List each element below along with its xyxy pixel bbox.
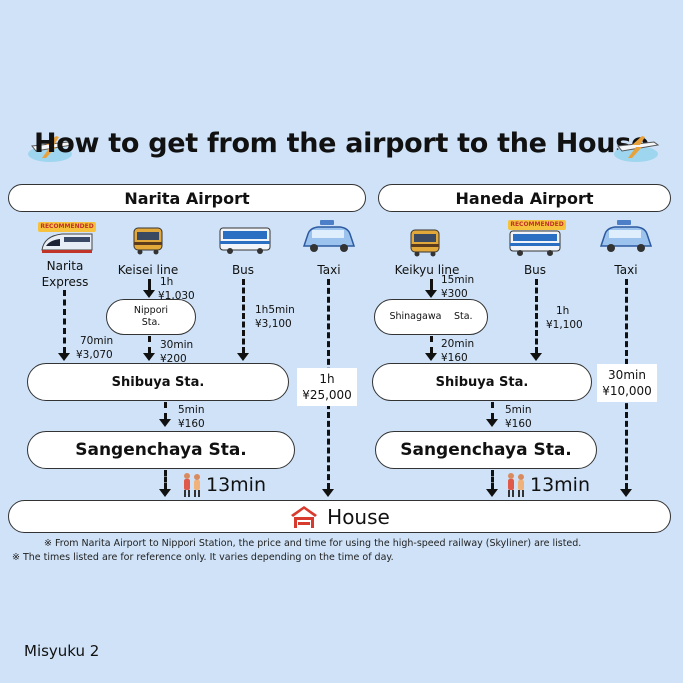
tram-icon [410,229,440,257]
express-price: ¥3,070 [76,349,113,361]
narita-airport-header: Narita Airport [8,184,366,212]
express-time: 70min [80,335,114,347]
narita-taxi-price: ¥25,000 [302,388,352,402]
haneda-airport-header: Haneda Airport [378,184,671,212]
airplane-icon [28,136,74,162]
shinagawa-time: 20min [441,338,475,350]
walking-people-icon [184,473,200,497]
keisei-line-label: Keisei line [117,263,179,277]
narita-taxi-fare-box: 1h ¥25,000 [297,368,357,406]
taxi-label: Taxi [317,263,341,277]
taxi-icon [599,220,653,252]
note-skyliner: ※ From Narita Airport to Nippori Station… [44,538,582,549]
note-reference: ※ The times listed are for reference onl… [12,552,394,563]
keikyu-price: ¥300 [441,288,468,300]
haneda-sangenchaya-station: Sangenchaya Sta. [375,431,597,469]
shinagawa-price: ¥160 [441,352,468,364]
haneda-shibuya-station: Shibuya Sta. [372,363,592,401]
nippori-price: ¥200 [160,353,187,365]
bus-icon [219,227,271,254]
narita-transfer-time: 5min [178,404,205,416]
brand-label: Misyuku 2 [24,642,100,660]
narita-bus-time: 1h5min [255,304,295,316]
nippori-time: 30min [160,339,194,351]
haneda-bus-label: Bus [523,263,547,277]
narita-transfer-price: ¥160 [178,418,205,430]
haneda-bus-price: ¥1,100 [546,319,583,331]
keisei-time: 1h [160,276,174,288]
keikyu-time: 15min [441,274,475,286]
haneda-bus-time: 1h [556,305,570,317]
bus-label: Bus [231,263,255,277]
train-icon [41,233,93,253]
recommended-badge: RECOMMENDED [508,220,566,230]
keikyu-line-label: Keikyu line [394,263,460,277]
airplane-icon [614,136,660,162]
haneda-taxi-time: 30min [608,368,646,382]
house-destination: House [8,500,671,533]
house-icon [291,505,318,528]
page-title: How to get from the airport to the House [33,128,649,159]
narita-sangenchaya-station: Sangenchaya Sta. [27,431,295,469]
walking-people-icon [508,473,524,497]
haneda-taxi-fare-box: 30min ¥10,000 [597,364,657,402]
tram-icon [133,227,163,255]
haneda-walk-time: 13min [530,474,591,496]
narita-bus-price: ¥3,100 [255,318,292,330]
taxi-icon [302,220,356,252]
haneda-transfer-price: ¥160 [505,418,532,430]
narita-express-label: Narita Express [41,259,89,289]
nippori-station: Nippori Sta. [106,299,196,335]
bus-icon [509,230,561,256]
shinagawa-station: Shinagawa Sta. [374,299,488,335]
narita-walk-time: 13min [206,474,267,496]
narita-taxi-time: 1h [319,372,335,386]
haneda-taxi-price: ¥10,000 [602,384,652,398]
house-label: House [327,504,390,529]
narita-shibuya-station: Shibuya Sta. [27,363,289,401]
recommended-badge: RECOMMENDED [38,222,96,232]
haneda-taxi-label: Taxi [614,263,638,277]
haneda-transfer-time: 5min [505,404,532,416]
